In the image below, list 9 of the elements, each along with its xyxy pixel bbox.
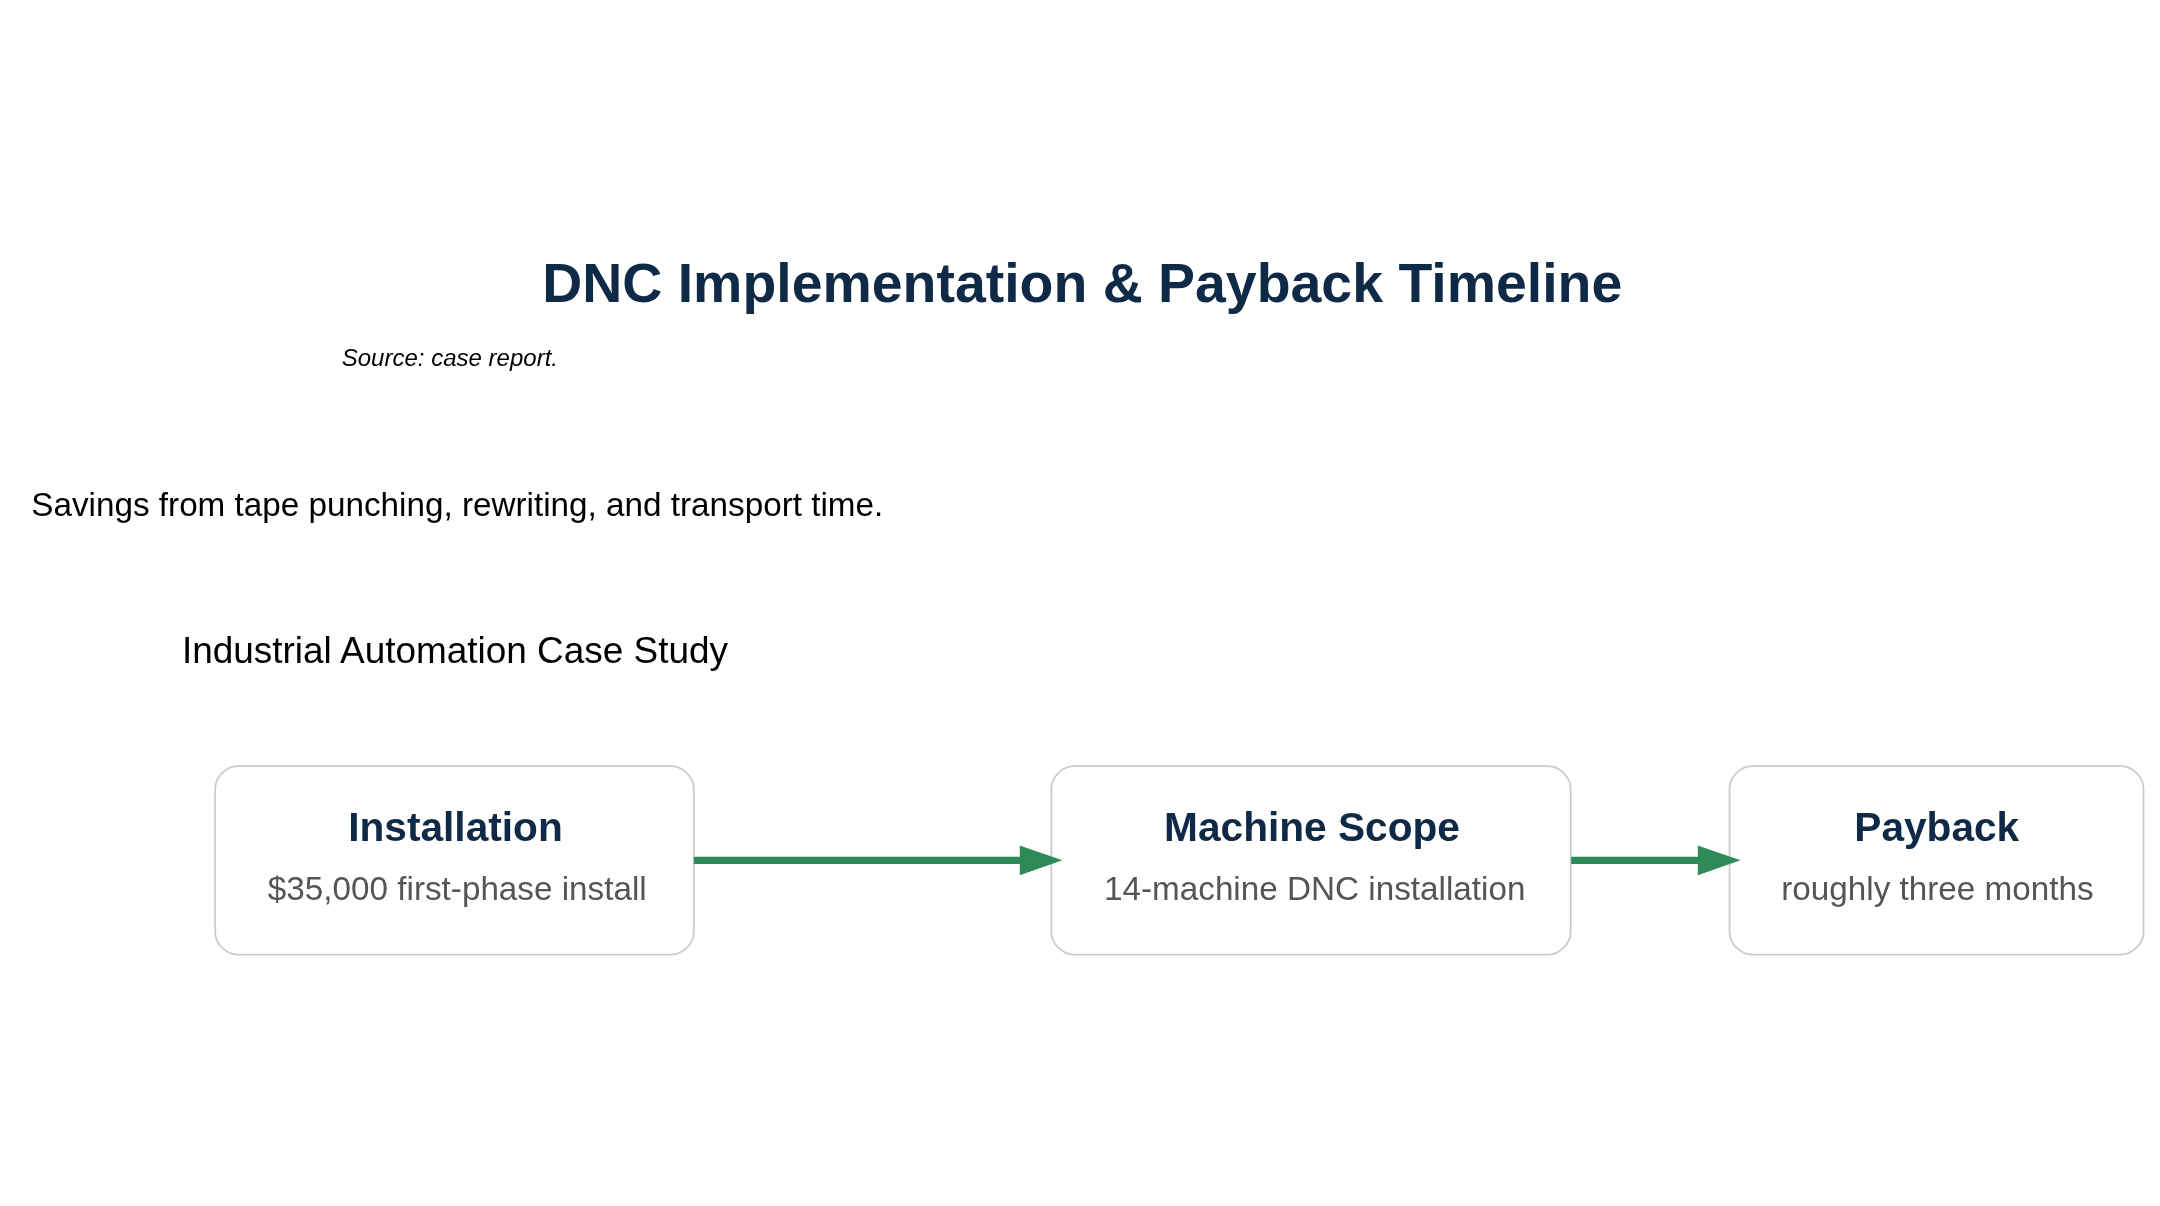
label: Savings from tape punching, rewriting, and transport time. xyxy=(31,485,884,523)
diagram-title: DNC Implementation & Payback Timeline xyxy=(542,251,1623,314)
label: Industrial Automation Case Study xyxy=(181,629,729,671)
arrow xyxy=(693,844,1063,875)
arrow xyxy=(1571,844,1741,875)
node-box: Machine Scope 14-machine DNC installation xyxy=(1050,764,1572,956)
node-box: Installation $35,000 first-phase install xyxy=(214,764,695,956)
label: Source: case report. xyxy=(341,343,558,371)
node-box: Payback roughly three months xyxy=(1728,764,2145,956)
